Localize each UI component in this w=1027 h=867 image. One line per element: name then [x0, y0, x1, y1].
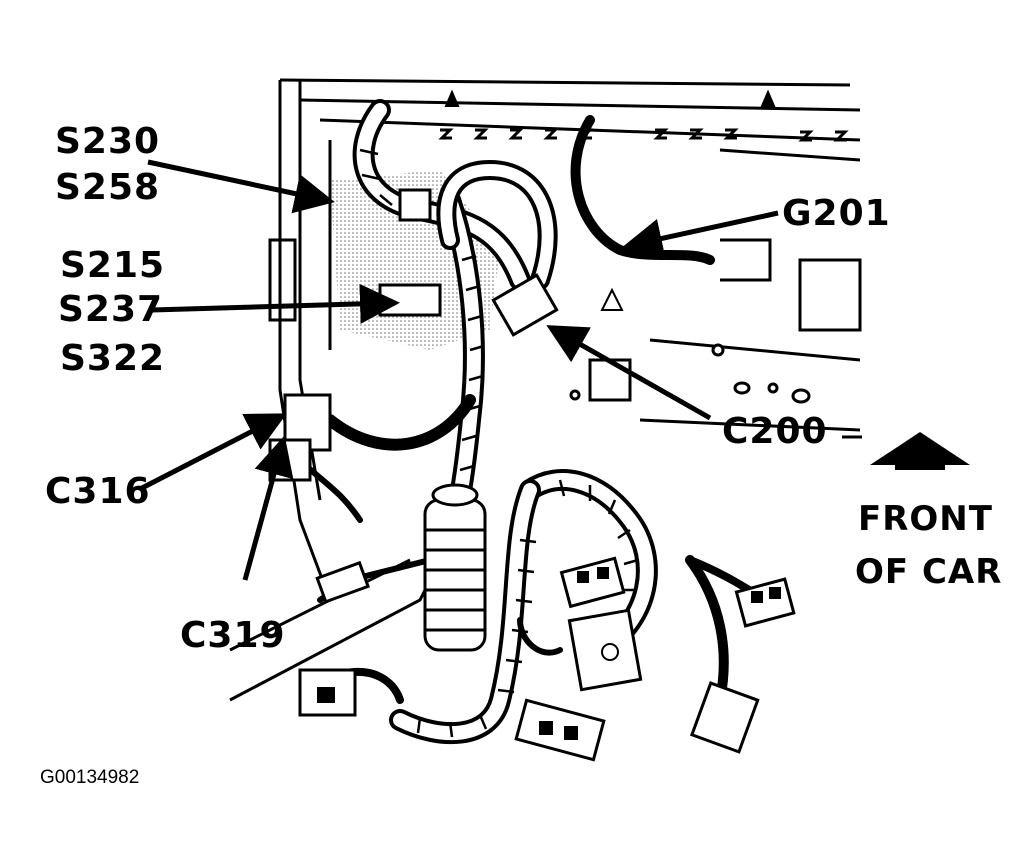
- label-c316: C316: [45, 471, 151, 512]
- connector-details: [317, 89, 781, 740]
- label-s230: S230: [55, 121, 161, 162]
- panel-holes: [569, 343, 811, 404]
- harness-wrap-marks: [359, 148, 639, 738]
- label-c319: C319: [180, 615, 286, 656]
- label-s237: S237: [58, 289, 164, 330]
- label-g201: G201: [782, 193, 891, 234]
- label-s258: S258: [55, 167, 161, 208]
- leader-arrows: [140, 159, 779, 581]
- figure-id: G00134982: [40, 767, 140, 788]
- label-front: FRONT: [858, 499, 993, 539]
- front-arrow-icon: [870, 432, 970, 470]
- label-s322: S322: [60, 338, 166, 379]
- label-c200: C200: [722, 411, 828, 452]
- firewall-grommet: [423, 483, 487, 652]
- label-of-car: OF CAR: [855, 552, 1003, 592]
- label-s215: S215: [60, 245, 166, 286]
